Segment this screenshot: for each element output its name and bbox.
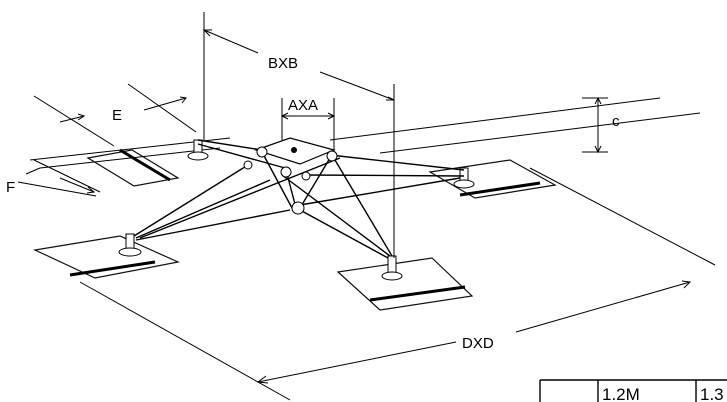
label-c: c xyxy=(612,113,620,130)
leg-front xyxy=(381,255,403,281)
table-cell-1: 1.2M xyxy=(602,385,640,402)
truss-struts xyxy=(133,139,465,259)
foot-pad-back-left xyxy=(86,148,180,187)
center-hub xyxy=(243,137,338,215)
leg-left xyxy=(118,233,142,257)
dimension-f xyxy=(17,159,101,197)
ground-plane xyxy=(29,97,716,401)
foot-pad-right xyxy=(428,159,557,199)
foot-pad-left xyxy=(32,235,180,279)
dimension-bxb xyxy=(202,12,395,258)
label-e: E xyxy=(112,107,122,124)
dimension-dxd xyxy=(256,280,692,384)
foot-pad-front xyxy=(336,257,474,311)
spec-table xyxy=(539,379,727,402)
label-dxd: DXD xyxy=(462,335,494,352)
label-bxb: BXB xyxy=(268,55,298,72)
dimension-axa xyxy=(280,98,336,150)
leg-right xyxy=(453,167,475,189)
label-axa: AXA xyxy=(288,97,318,114)
label-f: F xyxy=(6,179,15,196)
dimension-e xyxy=(33,83,197,147)
table-cell-2: 1.3 xyxy=(700,385,724,402)
dimension-c xyxy=(582,96,608,154)
